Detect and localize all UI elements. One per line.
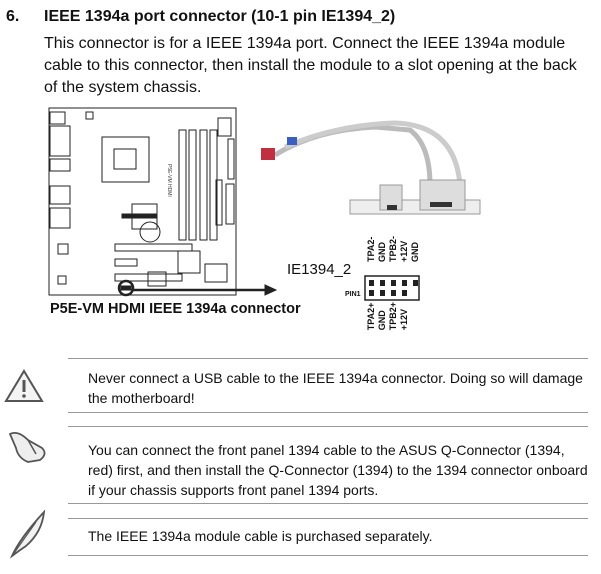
pin-label: TPA2+	[366, 302, 376, 331]
pin-label: TPA2-	[366, 236, 376, 263]
pin-label: GND	[377, 310, 387, 331]
divider	[68, 358, 588, 359]
hand-icon	[8, 431, 46, 463]
module-cable-image	[261, 120, 481, 215]
pin-label: GND	[377, 242, 387, 263]
warning-icon	[4, 369, 44, 402]
pin-label: +12V	[399, 308, 409, 331]
pin-label: GND	[410, 242, 420, 263]
note-text: Never connect a USB cable to the IEEE 13…	[88, 370, 583, 406]
pin-label: TPB2+	[388, 302, 398, 331]
note-text: You can connect the front panel 1394 cab…	[88, 442, 588, 498]
divider	[68, 412, 588, 413]
pin-label: +12V	[399, 240, 409, 263]
bottom-pin-labels: TPA2+ GND TPB2+ +12V	[366, 302, 410, 330]
section-number: 6.	[6, 8, 20, 25]
connector-label: IE1394_2	[287, 261, 352, 278]
divider	[68, 503, 588, 504]
figure-caption: P5E-VM HDMI IEEE 1394a connector	[50, 301, 301, 317]
section-title: IEEE 1394a port connector (10-1 pin IE13…	[44, 8, 396, 25]
note-text: The IEEE 1394a module cable is purchased…	[88, 528, 433, 544]
divider	[68, 426, 588, 427]
pin-header-diagram	[364, 275, 420, 301]
feather-icon	[9, 509, 46, 559]
section-paragraph: This connector is for a IEEE 1394a port.…	[44, 35, 577, 96]
board-label: P5E-VM HDMI	[166, 164, 172, 197]
pin-label: TPB2-	[388, 236, 398, 263]
divider	[68, 555, 588, 556]
pin1-label: PIN1	[345, 291, 361, 298]
divider	[68, 518, 588, 519]
top-pin-labels: TPA2- GND TPB2- +12V GND	[366, 236, 421, 262]
motherboard-diagram: P5E-VM HDMI	[48, 107, 278, 297]
